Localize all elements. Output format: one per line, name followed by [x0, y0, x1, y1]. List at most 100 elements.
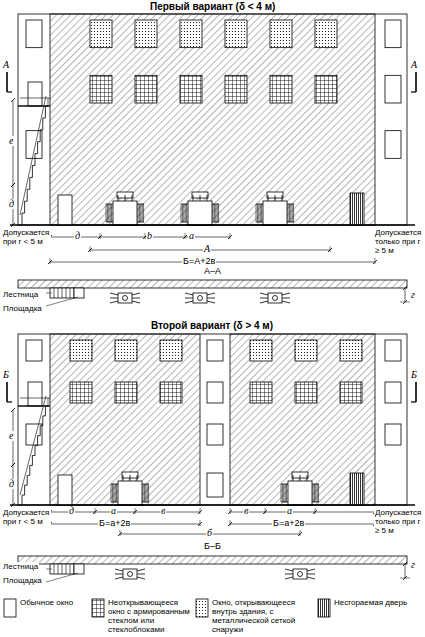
transformer-plan-symbol [193, 293, 207, 303]
drawing-stroke [314, 484, 315, 502]
drawing-stroke [260, 293, 268, 295]
dimension-label: е [8, 431, 14, 441]
fire-door [350, 473, 364, 505]
drawing-stroke [46, 573, 78, 582]
drawing-stroke [411, 91, 416, 92]
fire-door [350, 193, 364, 225]
plain-door [28, 82, 42, 106]
drawing-stroke [6, 72, 8, 92]
plain-door [28, 382, 42, 406]
drawing-stroke [110, 293, 118, 295]
mesh-window [250, 340, 272, 361]
drawing-stroke [95, 508, 96, 514]
dimension-label: а [110, 506, 117, 516]
transformer-symbol [288, 481, 312, 505]
drawing-stroke [11, 183, 15, 187]
platform-plan-symbol [74, 288, 84, 298]
dimension-label: Допускается при г < 5 м [2, 508, 51, 526]
transformer-plan-symbol [123, 296, 128, 301]
drawing-stroke [112, 484, 113, 502]
hatched-zone [230, 334, 375, 505]
fixed-window [180, 75, 202, 103]
drawing-stroke [115, 484, 116, 502]
transformer-symbol [188, 201, 212, 225]
fixed-window [160, 382, 182, 403]
drawing-stroke [135, 508, 136, 514]
drawing-stroke [106, 204, 113, 205]
legend-text: Окно, открывающееся внутрь здания, с мет… [211, 598, 317, 634]
drawing-stroke [11, 408, 15, 412]
fixed-window [225, 75, 247, 103]
drawing-stroke [281, 484, 282, 502]
drawing-stroke [307, 569, 315, 571]
drawing-stroke [138, 204, 139, 222]
dimension-label: Б=А+2в [182, 256, 216, 266]
plan-wall [18, 280, 407, 288]
platform-plan-symbol [74, 564, 84, 574]
drawing-stroke [400, 302, 410, 303]
legend-text: Обычное окно [19, 598, 91, 607]
plain-door [58, 195, 72, 225]
drawing-stroke [260, 204, 261, 222]
stair-symbol [22, 106, 48, 225]
drawing-stroke [286, 484, 287, 502]
drawing-stroke [318, 484, 319, 502]
drawing-stroke [315, 484, 316, 502]
drawing-stroke [20, 396, 46, 495]
drawing-stroke [132, 195, 133, 201]
drawing-stroke [140, 204, 141, 222]
drawing-stroke [282, 293, 290, 295]
drawing-stroke [282, 298, 290, 299]
dimension-label: Допускается при г < 5 м [2, 228, 51, 246]
transformer-plan-symbol [273, 296, 278, 301]
drawing-stroke [66, 564, 67, 574]
transformer-plan-symbol [298, 572, 303, 577]
stair-plan-symbol [50, 288, 74, 298]
fixed-window [70, 382, 92, 403]
drawing-stroke [48, 98, 49, 106]
drawing-stroke [289, 204, 290, 222]
dimension-label: Б–Б [203, 541, 222, 551]
dimension-label: д [74, 231, 81, 241]
fixed-window [250, 382, 272, 403]
drawing-stroke [213, 204, 214, 222]
plain-window [385, 382, 401, 403]
transformer-plan-symbol [198, 296, 203, 301]
drawing-stroke [183, 204, 184, 222]
drawing-stroke [307, 475, 308, 481]
drawing-stroke [256, 222, 263, 223]
drawing-stroke [285, 569, 293, 571]
dimension-label: А–А [203, 266, 222, 276]
drawing-stroke [375, 258, 376, 264]
drawing-stroke [137, 574, 145, 575]
drawing-stroke [11, 98, 15, 102]
dimension-label: Допускается только при г ≥ 5 м [374, 228, 423, 255]
drawing-stroke [282, 484, 283, 502]
drawing-stroke [147, 484, 148, 502]
hatched-zone [50, 334, 200, 505]
drawing-stroke [315, 508, 316, 514]
plain-window [385, 20, 401, 48]
drawing-stroke [285, 484, 286, 502]
dimension-label: А [2, 60, 10, 70]
drawing-stroke [218, 204, 219, 222]
mesh-window [135, 20, 157, 48]
drawing-stroke [142, 484, 149, 485]
drawing-stroke [115, 577, 123, 579]
plain-window [26, 340, 42, 361]
drawing-stroke [415, 382, 417, 402]
drawing-stroke [11, 223, 15, 227]
drawing-stroke [312, 502, 319, 503]
drawing-stroke [403, 562, 407, 566]
drawing-stroke [181, 204, 182, 222]
drawing-stroke [411, 401, 416, 402]
drawing-stroke [118, 195, 119, 201]
dimension-label: е [8, 136, 14, 146]
drawing-stroke [287, 222, 294, 223]
drawing-stroke [300, 530, 301, 536]
drawing-stroke [185, 233, 186, 239]
drawing-stroke [215, 204, 216, 222]
drawing-stroke [292, 204, 293, 222]
dimension-label: в [243, 506, 249, 516]
drawing-stroke [6, 382, 8, 402]
